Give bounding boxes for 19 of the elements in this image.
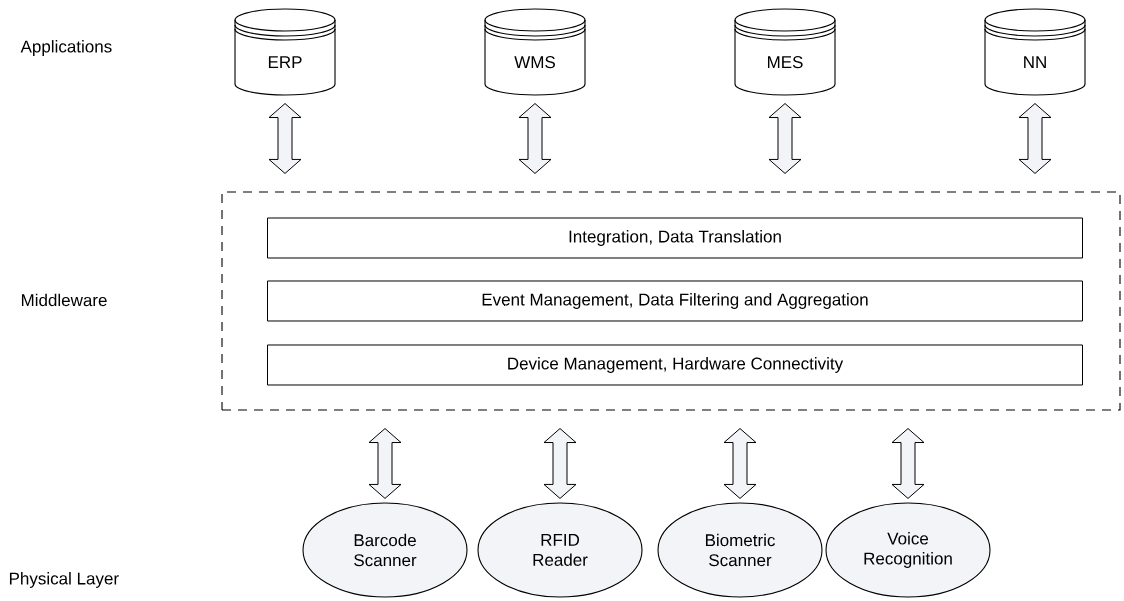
layer-box: Event Management, Data Filtering and Aggregation [267, 280, 1083, 322]
double-arrow [518, 103, 552, 174]
double-arrow [1018, 103, 1052, 174]
database-cylinder: ERP [234, 8, 336, 96]
double-arrow [268, 103, 302, 174]
layer-box: Device Management, Hardware Connectivity [267, 344, 1083, 386]
double-arrow [543, 428, 577, 499]
layer-label: Applications [20, 40, 112, 56]
double-arrow [891, 428, 925, 499]
double-arrow [723, 428, 757, 499]
layer-box: Integration, Data Translation [267, 217, 1083, 259]
double-arrow [368, 428, 402, 499]
dashed-frame [221, 191, 1121, 411]
database-cylinder: NN [984, 8, 1086, 96]
layer-label: Middleware [21, 293, 107, 307]
layer-label: Physical Layer [9, 572, 119, 588]
database-cylinder: WMS [484, 8, 586, 96]
database-cylinder: MES [734, 8, 836, 96]
double-arrow [768, 103, 802, 174]
